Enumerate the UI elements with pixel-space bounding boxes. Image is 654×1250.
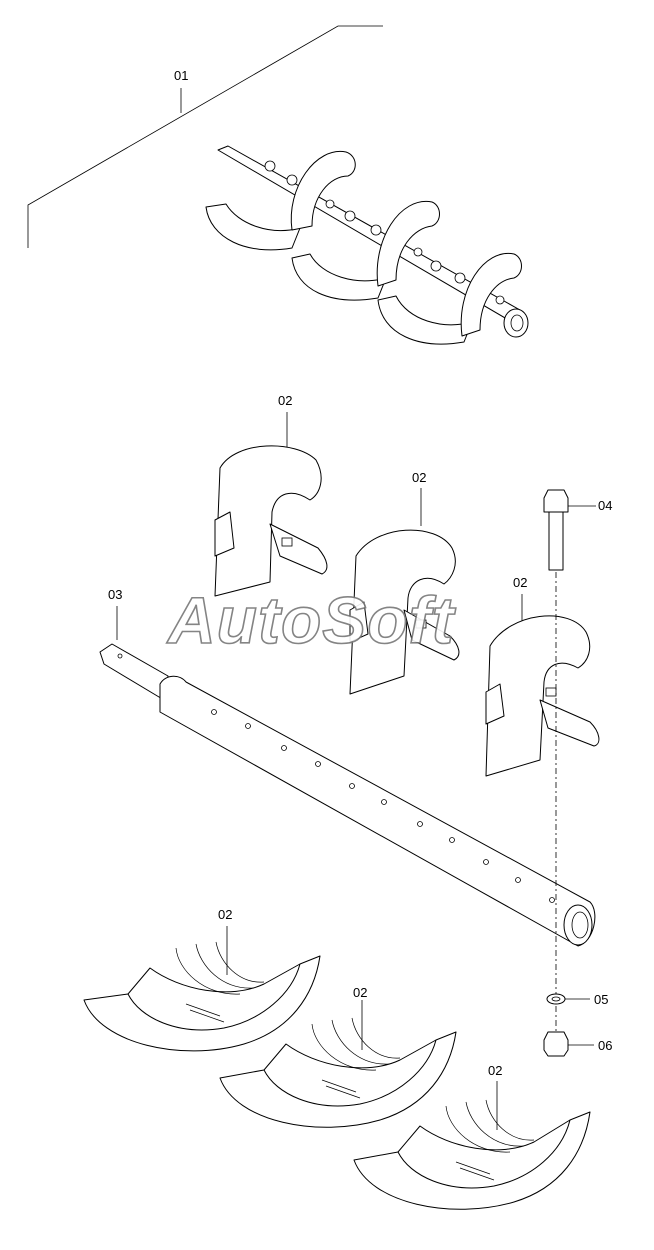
flight-1-clamp <box>269 523 328 575</box>
shaft-stub <box>99 643 169 701</box>
flight-2-face <box>349 529 456 695</box>
callout-03: 03 <box>108 587 123 602</box>
flight-1-face <box>214 445 322 597</box>
bolt-thread <box>548 511 564 571</box>
assembly-upper-flight-3 <box>460 252 522 337</box>
auger-shaft <box>99 606 596 947</box>
flight-3-clamp <box>539 699 600 747</box>
assembly-upper-flight-1 <box>290 150 356 231</box>
watermark: AutoSoft <box>167 582 455 658</box>
bolt-stack <box>543 489 596 1057</box>
auger-assembly <box>27 25 529 345</box>
upper-flight-segment-3 <box>485 594 600 777</box>
callout-02b: 02 <box>412 470 427 485</box>
assembly-lower-flight-3 <box>377 295 473 345</box>
lower-flight-segment-1 <box>83 926 321 1052</box>
lower-flight-2-body <box>219 1031 457 1128</box>
callout-04: 04 <box>598 498 613 513</box>
assembly-lower-flight-2 <box>291 253 387 301</box>
callout-02a: 02 <box>278 393 293 408</box>
flight-1-side <box>214 511 235 557</box>
callout-02d: 02 <box>218 907 233 922</box>
nut <box>543 1031 569 1057</box>
callout-01: 01 <box>174 68 189 83</box>
callout-02e: 02 <box>353 985 368 1000</box>
lower-flight-2-rim <box>263 1039 437 1071</box>
callout-02c: 02 <box>513 575 528 590</box>
assembly-lower-flight-1 <box>205 203 301 251</box>
bolt-head <box>543 489 569 513</box>
assembly-bracket-line <box>27 25 383 248</box>
callout-02f: 02 <box>488 1063 503 1078</box>
lower-flight-3-rim <box>397 1119 571 1153</box>
flight-3-face <box>485 615 591 777</box>
flight-2-side <box>349 601 369 643</box>
lower-flight-segment-2 <box>219 1000 457 1128</box>
lower-flight-1-rim <box>127 963 301 995</box>
callout-05: 05 <box>594 992 609 1007</box>
lower-flight-1-body <box>83 955 321 1052</box>
flight-3-side <box>485 683 505 725</box>
lower-flight-segment-3 <box>353 1081 591 1210</box>
upper-flight-segment-1 <box>214 412 328 597</box>
callout-06: 06 <box>598 1038 613 1053</box>
upper-flight-segment-2 <box>349 488 460 695</box>
lower-flight-3-body <box>353 1111 591 1210</box>
assembly-upper-flight-2 <box>376 201 440 287</box>
